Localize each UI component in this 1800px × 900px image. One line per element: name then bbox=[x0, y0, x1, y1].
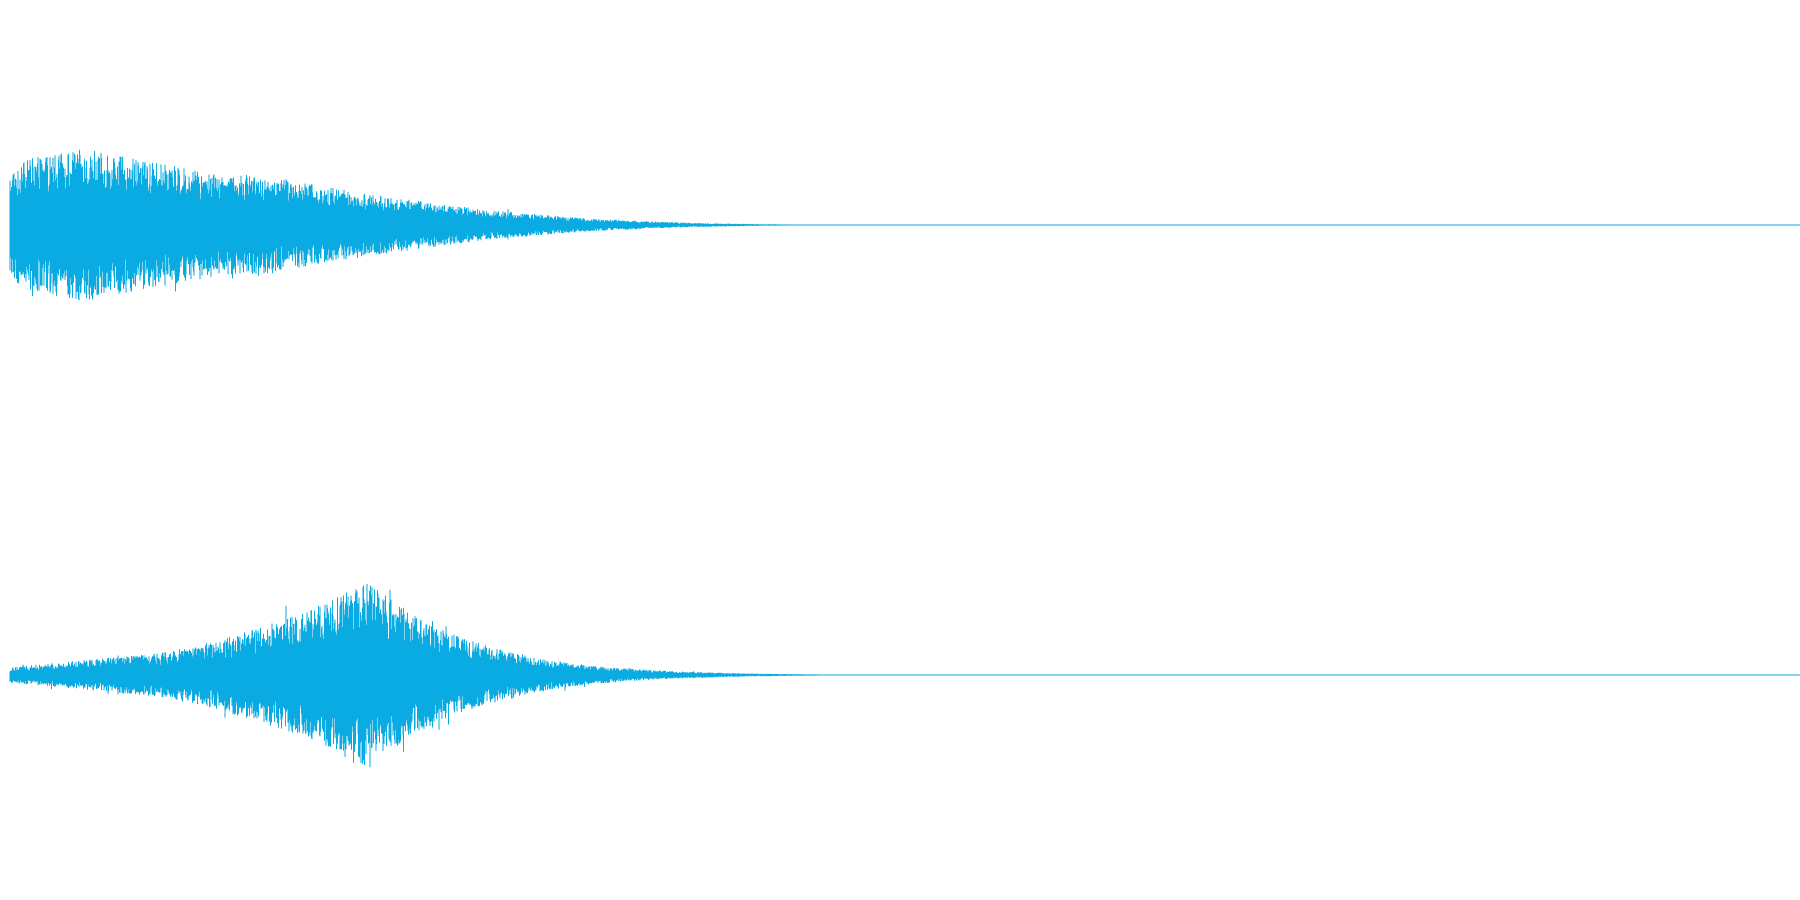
channel-2-amplitude bbox=[9, 584, 965, 768]
channel-1-amplitude bbox=[9, 149, 901, 301]
channel-1-waveform bbox=[9, 149, 1800, 301]
channel-2-waveform bbox=[9, 584, 1800, 768]
